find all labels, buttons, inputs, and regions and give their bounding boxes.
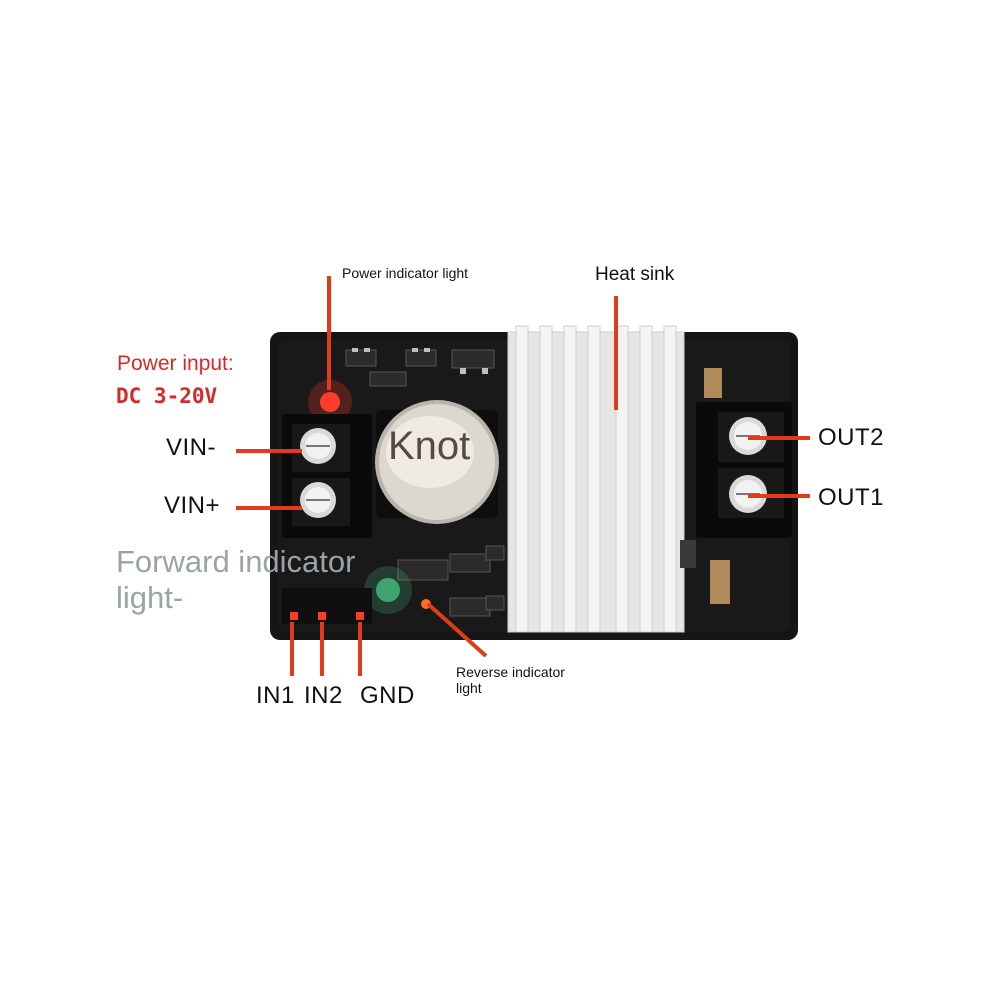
reverse-indicator-label-cont: light (456, 680, 482, 696)
forward-led (376, 578, 400, 602)
pin-vin-minus: VIN- (166, 434, 216, 461)
heat-sink (507, 325, 685, 633)
signal-header (282, 588, 372, 624)
reverse-indicator-label: Reverse indicator (456, 664, 565, 680)
heat-sink-label: Heat sink (595, 264, 675, 285)
pin-out2: OUT2 (818, 424, 885, 451)
pin-vin-plus: VIN+ (164, 492, 221, 519)
power-indicator-label: Power indicator light (342, 265, 469, 281)
forward-indicator-label-cont: light- (116, 580, 184, 615)
callout-lines (236, 276, 810, 676)
power-input-voltage: DC 3-20V (116, 384, 218, 408)
pin-in1: IN1 (256, 682, 295, 709)
pin-in2: IN2 (304, 682, 343, 709)
input-terminal-block (282, 414, 372, 538)
power-input-label: Power input: (117, 352, 234, 375)
output-terminal-block (696, 402, 792, 538)
smd-components-top (345, 349, 495, 387)
forward-indicator-label: Forward indicator (116, 544, 356, 579)
pin-out1: OUT1 (818, 484, 885, 511)
power-led (320, 392, 340, 412)
pin-gnd: GND (360, 682, 415, 709)
capacitor-label: Knot (388, 424, 471, 468)
